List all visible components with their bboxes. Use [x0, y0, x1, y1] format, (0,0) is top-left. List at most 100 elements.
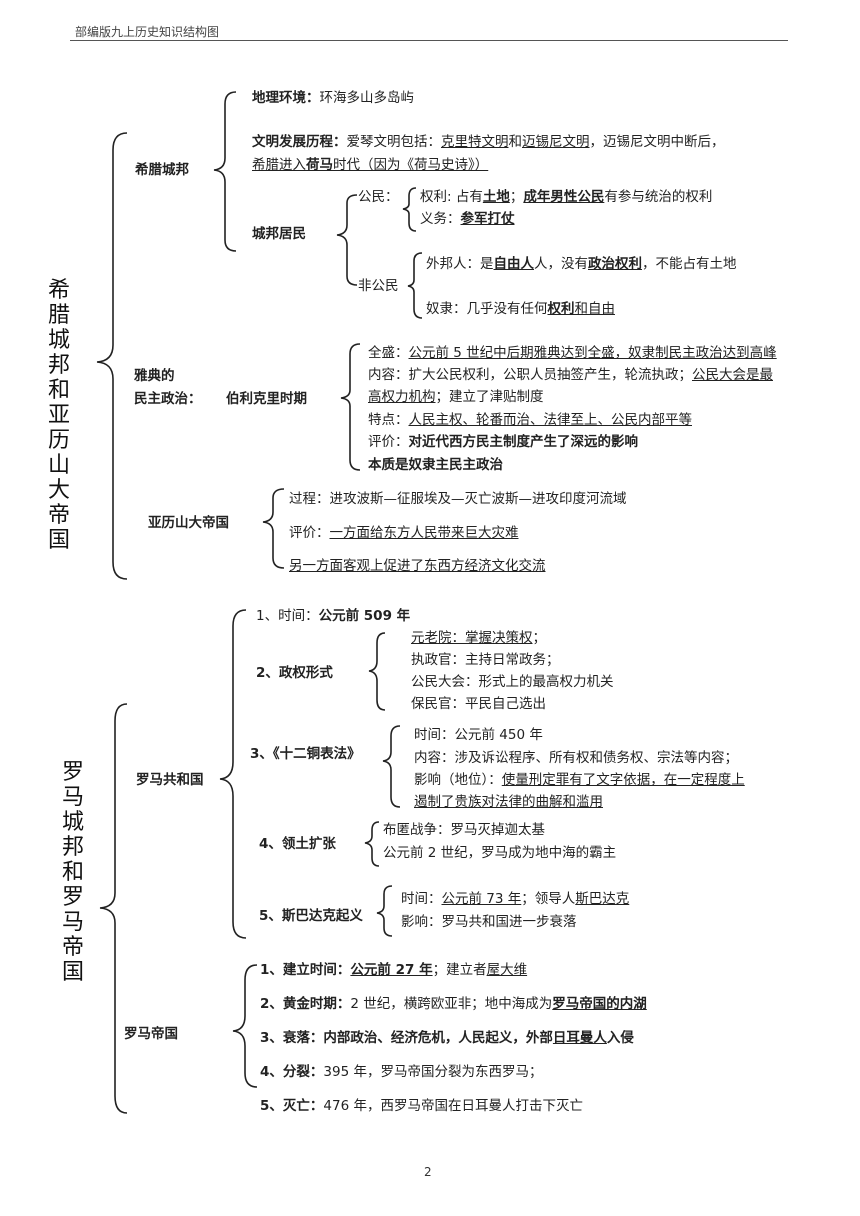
slave-rights: 权利	[547, 301, 575, 317]
senate-b: 掌握决策权	[465, 630, 533, 646]
mediterranean-line: 公元前 2 世纪，罗马成为地中海的霸主	[383, 845, 617, 861]
athens-feature: 特点：人民主权、轮番而治、法律至上、公民内部平等	[368, 411, 692, 429]
law-content: 内容：涉及诉讼程序、所有权和债务权、宗法等内容；	[414, 750, 738, 766]
civ-after: ，迈锡尼文明中断后，	[589, 134, 725, 150]
empire-e1-a: 1、建立时间：	[260, 962, 351, 978]
spartacus-label: 5、斯巴达克起义	[259, 908, 363, 924]
alexander-process: 过程：进攻波斯—征服埃及—灭亡波斯—进攻印度河流域	[289, 491, 627, 507]
republic-time-a: 1、时间：	[256, 608, 319, 624]
empire-golden-age: 2、黄金时期：2 世纪，横跨欧亚非；地中海成为罗马帝国的内湖	[260, 995, 647, 1013]
law-impact: 影响（地位）：使量刑定罪有了文字依据，在一定程度上	[414, 771, 745, 789]
expansion-label: 4、领土扩张	[259, 836, 336, 852]
page-number: 2	[424, 1165, 432, 1179]
foreigner-free: 自由人	[493, 256, 535, 272]
bracket-rome-main	[99, 703, 128, 1114]
feature-label: 特点：	[368, 412, 409, 428]
empire-e3-b: 内部政治、经济危机，人民起义，外部	[323, 1030, 553, 1046]
rights-adult-male: 成年男性公民	[523, 189, 605, 205]
law-impact-b: 使量刑定罪有了文字依据，在一定程度上	[501, 772, 745, 788]
rights-a: 权利: 占有	[420, 189, 483, 205]
eval-b: 对近代西方民主制度产生了深远的影响	[408, 434, 639, 450]
republic-label: 罗马共和国	[136, 772, 204, 788]
civ-line-2: 希腊进入荷马时代（因为《荷马史诗》）	[252, 156, 488, 174]
duty-military: 参军打仗	[460, 211, 515, 227]
civ-intro: 爱琴文明包括：	[346, 134, 442, 150]
foreigner-a: 外邦人：是	[426, 256, 494, 272]
bracket-alexander	[262, 488, 285, 569]
city-states-label: 希腊城邦	[135, 162, 189, 178]
senate-c: ；	[532, 630, 547, 646]
empire-e4-b: 395 年，罗马帝国分裂为东西罗马；	[323, 1064, 543, 1080]
empire-e2-b: 2 世纪，横跨欧亚非；地中海成为	[350, 996, 553, 1012]
alexander-label: 亚历山大帝国	[148, 515, 229, 531]
noncitizen-label: 非公民	[358, 278, 399, 294]
alexander-eval-label: 评价：	[289, 525, 330, 541]
peak-label: 全盛：	[368, 345, 409, 361]
punic-wars-line: 布匿战争：罗马灭掉迦太基	[383, 822, 545, 838]
twelve-tables-label: 3、《十二铜表法》	[250, 746, 361, 762]
citizen-label: 公民：	[358, 189, 399, 205]
spartacus-time-c: ；领导人	[521, 891, 576, 907]
senate-a: 元老院：	[411, 630, 465, 646]
empire-germanic: 日耳曼人	[552, 1030, 607, 1046]
foreigner-c: 人，没有	[534, 256, 588, 272]
empire-e5-b: 476 年，西罗马帝国在日耳曼人打击下灭亡	[323, 1098, 583, 1114]
empire-e3-a: 3、衰落：	[260, 1030, 324, 1046]
civ-minoan: 克里特文明	[441, 134, 509, 150]
geo-label: 地理环境：	[252, 90, 320, 106]
athens-label-2: 民主政治：	[134, 391, 202, 407]
geo-line: 地理环境：环海多山多岛屿	[252, 89, 414, 107]
assembly-line: 公民大会：形式上的最高权力机关	[411, 674, 614, 690]
empire-e5-a: 5、灭亡：	[260, 1098, 324, 1114]
athens-label-1: 雅典的	[134, 368, 175, 384]
bracket-twelve-tables	[382, 725, 401, 808]
citizen-duty: 义务：参军打仗	[420, 210, 515, 228]
republic-time: 1、时间：公元前 509 年	[256, 607, 410, 625]
republic-time-b: 公元前 509 年	[318, 608, 411, 624]
bracket-empire	[232, 964, 258, 1088]
spartacus-time-a: 时间：	[401, 891, 442, 907]
page-header: 部编版九上历史知识结构图	[75, 25, 220, 39]
civ-mycenae: 迈锡尼文明	[522, 134, 590, 150]
rights-c: ；	[509, 189, 524, 205]
athens-content-1: 内容：扩大公民权利，公职人员抽签产生，轮流执政；公民大会是最	[368, 366, 773, 384]
empire-e2-a: 2、黄金时期：	[260, 996, 351, 1012]
content-d: ；建立了津贴制度	[435, 389, 544, 405]
slave-line: 奴隶：几乎没有任何权利和自由	[426, 300, 615, 318]
bracket-athens	[340, 343, 361, 471]
content-a: 内容：扩大公民权利，公职人员抽签产生，轮流执政；	[368, 367, 692, 383]
rights-e: 有参与统治的权利	[604, 189, 713, 205]
header-rule	[70, 40, 788, 41]
empire-e3-d: 入侵	[606, 1030, 634, 1046]
foreigner-political-rights: 政治权利	[588, 256, 642, 272]
alexander-eval-2: 另一方面客观上促进了东西方经济文化交流	[289, 558, 546, 574]
rights-land: 土地	[482, 189, 510, 205]
athens-peak: 全盛：公元前 5 世纪中后期雅典达到全盛，奴隶制民主政治达到高峰	[368, 344, 777, 362]
civ-line2-c: 时代（因为《荷马史诗》）	[333, 157, 489, 173]
feature-value: 人民主权、轮番而治、法律至上、公民内部平等	[408, 412, 693, 428]
empire-founding: 1、建立时间：公元前 27 年；建立者屋大维	[260, 961, 527, 979]
bracket-greek-main	[96, 132, 128, 580]
bracket-republic	[219, 609, 247, 939]
empire-split: 4、分裂：395 年，罗马帝国分裂为东西罗马；	[260, 1063, 542, 1081]
law-impact-a: 影响（地位）：	[414, 772, 502, 788]
senate-line: 元老院：掌握决策权；	[411, 629, 546, 647]
content-b: 公民大会是最	[692, 367, 773, 383]
consul-line: 执政官：主持日常政务；	[411, 652, 560, 668]
bracket-government	[368, 632, 386, 711]
foreigner-e: ，不能占有土地	[642, 256, 737, 272]
residents-label: 城邦居民	[252, 226, 306, 242]
law-impact-2: 遏制了贵族对法律的曲解和滥用	[414, 794, 603, 810]
spartacus-impact: 影响：罗马共和国进一步衰落	[401, 914, 577, 930]
slave-c: 和自由	[574, 301, 616, 317]
government-label: 2、政权形式	[256, 665, 333, 681]
spartacus-leader: 斯巴达克	[575, 891, 630, 907]
bracket-citizen	[402, 187, 417, 232]
citizen-rights: 权利: 占有土地；成年男性公民有参与统治的权利	[420, 188, 712, 206]
bracket-noncitizen	[407, 252, 423, 319]
foreigner-line: 外邦人：是自由人人，没有政治权利，不能占有土地	[426, 255, 737, 273]
eval-a: 评价：	[368, 434, 409, 450]
empire-label: 罗马帝国	[124, 1026, 178, 1042]
peak-value: 公元前 5 世纪中后期雅典达到全盛，奴隶制民主政治达到高峰	[408, 345, 777, 361]
